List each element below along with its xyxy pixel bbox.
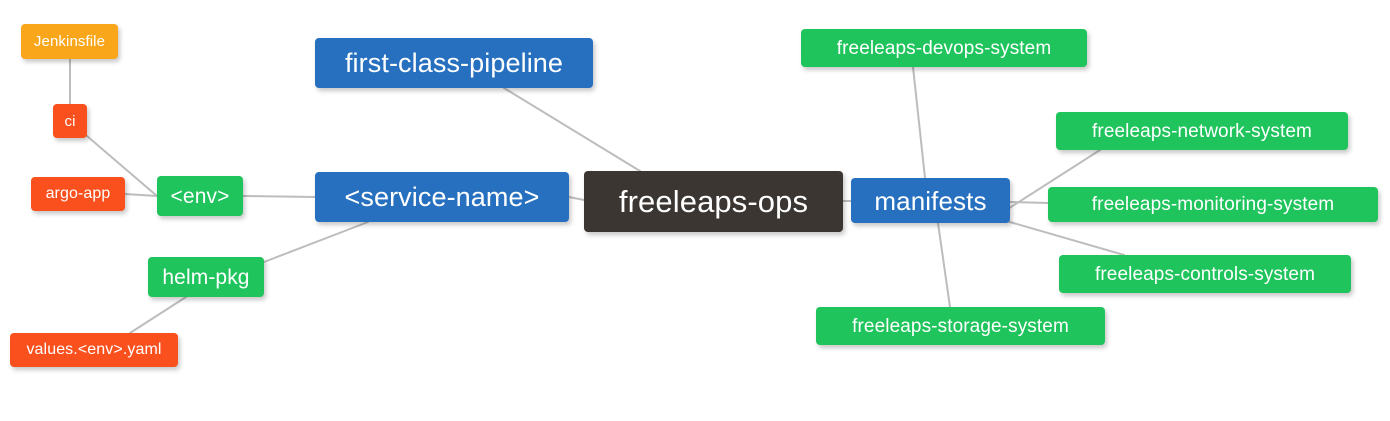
edge-manifests-to-monitoring bbox=[1009, 201, 1049, 204]
node-ci[interactable]: ci bbox=[53, 104, 87, 138]
node-label-values-yaml: values.<env>.yaml bbox=[26, 341, 162, 358]
node-label-manifests: manifests bbox=[874, 185, 987, 216]
node-label-monitoring: freeleaps-monitoring-system bbox=[1091, 194, 1335, 215]
node-label-ci: ci bbox=[64, 112, 76, 130]
edge-env-to-service-name bbox=[242, 195, 316, 198]
edge-helm-pkg-to-service-name bbox=[263, 221, 369, 263]
node-helm-pkg[interactable]: helm-pkg bbox=[148, 257, 264, 297]
node-label-argo-app: argo-app bbox=[45, 185, 111, 202]
node-label-pipeline: first-class-pipeline bbox=[344, 47, 564, 78]
node-devops[interactable]: freeleaps-devops-system bbox=[801, 29, 1087, 67]
edge-manifests-to-devops bbox=[912, 66, 926, 179]
node-monitoring[interactable]: freeleaps-monitoring-system bbox=[1048, 187, 1378, 222]
node-manifests[interactable]: manifests bbox=[851, 178, 1010, 223]
edge-service-name-to-freeleaps-ops bbox=[568, 196, 585, 201]
node-jenkinsfile[interactable]: Jenkinsfile bbox=[21, 24, 118, 59]
node-label-controls: freeleaps-controls-system bbox=[1094, 263, 1316, 285]
node-label-helm-pkg: helm-pkg bbox=[162, 265, 250, 289]
node-label-service-name: <service-name> bbox=[344, 181, 540, 212]
edge-manifests-to-storage bbox=[937, 222, 951, 308]
node-service-name[interactable]: <service-name> bbox=[315, 172, 569, 222]
node-controls[interactable]: freeleaps-controls-system bbox=[1059, 255, 1351, 293]
node-env[interactable]: <env> bbox=[157, 176, 243, 216]
node-freeleaps-ops[interactable]: freeleaps-ops bbox=[584, 171, 843, 232]
node-label-devops: freeleaps-devops-system bbox=[836, 37, 1052, 59]
node-storage[interactable]: freeleaps-storage-system bbox=[816, 307, 1105, 345]
node-label-freeleaps-ops: freeleaps-ops bbox=[618, 184, 809, 219]
node-label-jenkinsfile: Jenkinsfile bbox=[33, 33, 106, 50]
node-network[interactable]: freeleaps-network-system bbox=[1056, 112, 1348, 150]
node-argo-app[interactable]: argo-app bbox=[31, 177, 125, 211]
edge-manifests-to-controls bbox=[1002, 219, 1125, 256]
node-values-yaml[interactable]: values.<env>.yaml bbox=[10, 333, 178, 367]
edge-pipeline-to-freeleaps-ops bbox=[503, 87, 641, 172]
node-label-env: <env> bbox=[170, 184, 230, 208]
edge-argo-app-to-env bbox=[124, 193, 158, 197]
node-label-network: freeleaps-network-system bbox=[1092, 120, 1312, 142]
node-label-storage: freeleaps-storage-system bbox=[852, 315, 1069, 337]
node-pipeline[interactable]: first-class-pipeline bbox=[315, 38, 593, 88]
edge-values-yaml-to-helm-pkg bbox=[129, 296, 187, 334]
